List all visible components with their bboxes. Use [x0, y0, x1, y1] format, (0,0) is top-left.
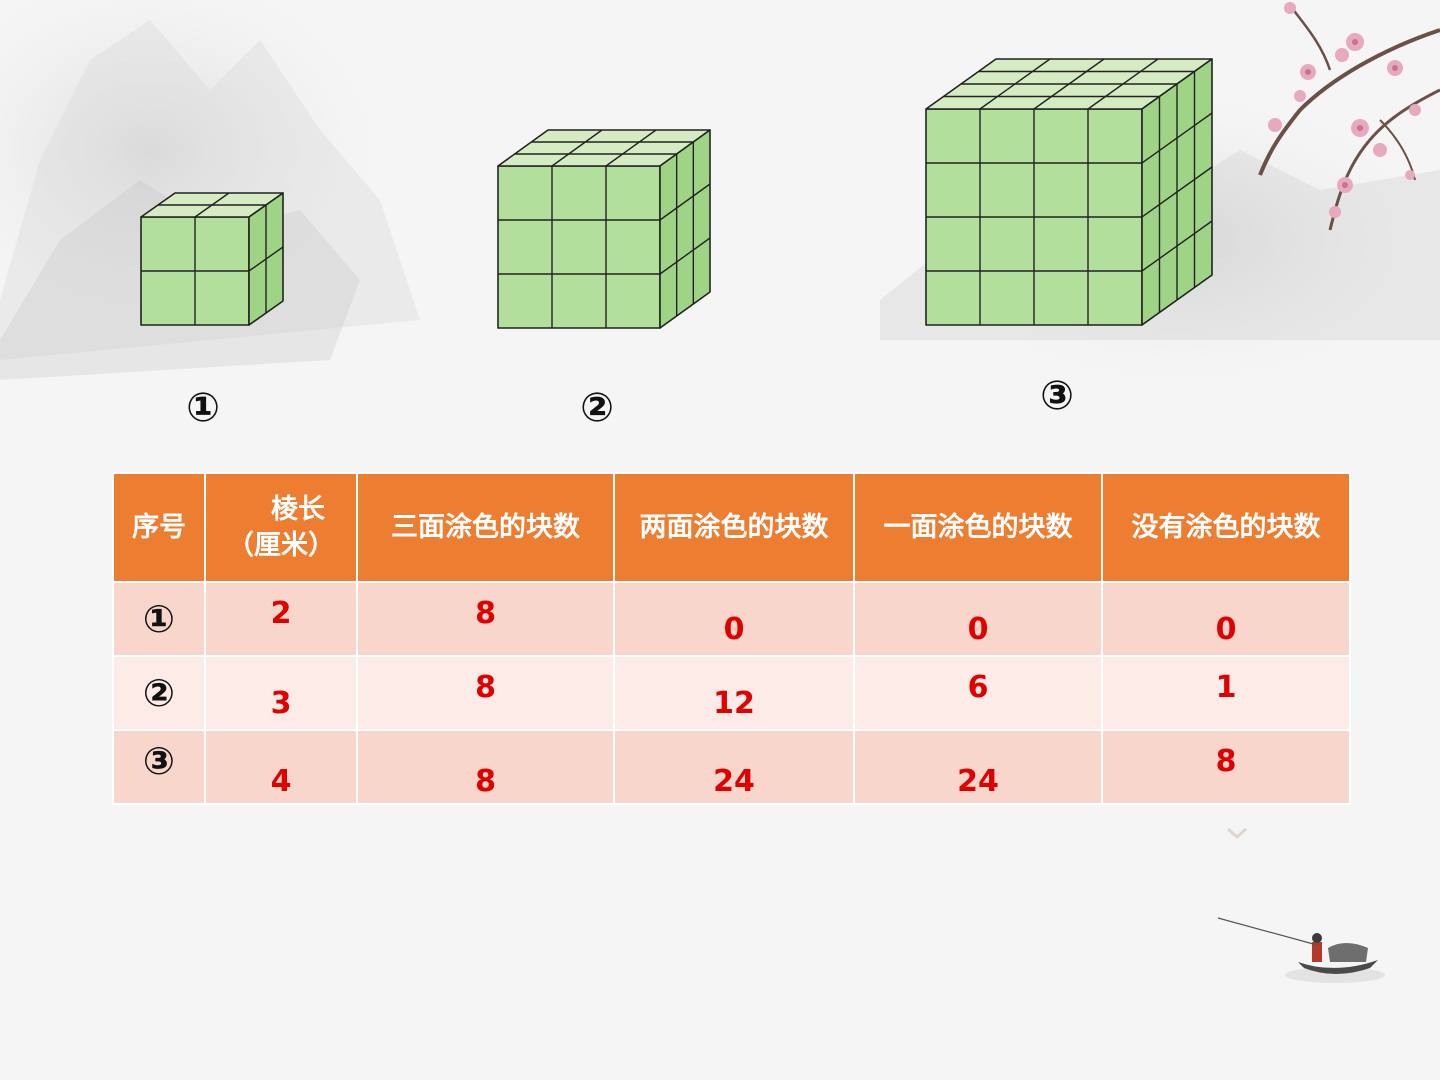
cell-two-faces: 0: [613, 581, 855, 657]
header-edge-line2: （厘米）: [227, 529, 335, 561]
figure-label-2: ②: [580, 385, 614, 431]
header-three-faces: 三面涂色的块数: [356, 472, 615, 583]
figure-label-1: ①: [186, 385, 220, 431]
header-one-face: 一面涂色的块数: [853, 472, 1103, 583]
row-index: ①: [112, 581, 206, 657]
cube-grid-line: [659, 183, 711, 221]
cell-one-face: 0: [853, 581, 1103, 657]
figure-label-3: ③: [1040, 373, 1074, 419]
chevron-down-icon: [1227, 827, 1247, 840]
cube-grid-line: [1141, 220, 1213, 272]
header-index: 序号: [112, 472, 206, 583]
cell-edge: 4: [204, 729, 358, 805]
cell-two-faces: 12: [613, 655, 855, 731]
header-edge-line1: 棱长: [271, 494, 325, 526]
table-row: ② 3 8 12 6 1: [112, 655, 1351, 731]
cell-edge: 3: [204, 655, 358, 731]
cube-grid-line: [551, 129, 603, 167]
plum-blossom-branch: [1258, 2, 1440, 231]
cube-front-face: [497, 165, 661, 329]
fishing-boat-icon: [1217, 917, 1385, 983]
cube-side-face: [659, 129, 711, 329]
cell-edge: 2: [204, 581, 358, 657]
cell-no-face: 0: [1101, 581, 1351, 657]
header-no-face: 没有涂色的块数: [1101, 472, 1351, 583]
row-index: ②: [112, 655, 206, 731]
cube-figure-2: [497, 129, 711, 329]
cube-grid-line: [659, 237, 711, 275]
table-row: ① 2 8 0 0 0: [112, 581, 1351, 657]
header-edge-length: 棱长 （厘米）: [204, 472, 358, 583]
table-row: ③ 4 8 24 24 8: [112, 729, 1351, 805]
cell-three-faces: 8: [356, 581, 615, 657]
cube-figure-3: [925, 58, 1213, 326]
row-index: ③: [112, 729, 206, 805]
cell-no-face: 1: [1101, 655, 1351, 731]
header-two-faces: 两面涂色的块数: [613, 472, 855, 583]
cell-two-faces: 24: [613, 729, 855, 805]
painted-cube-table: 序号 棱长 （厘米） 三面涂色的块数 两面涂色的块数 一面涂色的块数 没有涂色的…: [112, 472, 1351, 805]
cube-grid-line: [605, 129, 657, 167]
cell-three-faces: 8: [356, 729, 615, 805]
cell-three-faces: 8: [356, 655, 615, 731]
cube-grid-line: [1087, 58, 1159, 110]
cell-one-face: 6: [853, 655, 1103, 731]
table-header-row: 序号 棱长 （厘米） 三面涂色的块数 两面涂色的块数 一面涂色的块数 没有涂色的…: [112, 472, 1351, 583]
cube-figure-1: [140, 192, 284, 326]
cell-no-face: 8: [1101, 729, 1351, 805]
cell-one-face: 24: [853, 729, 1103, 805]
